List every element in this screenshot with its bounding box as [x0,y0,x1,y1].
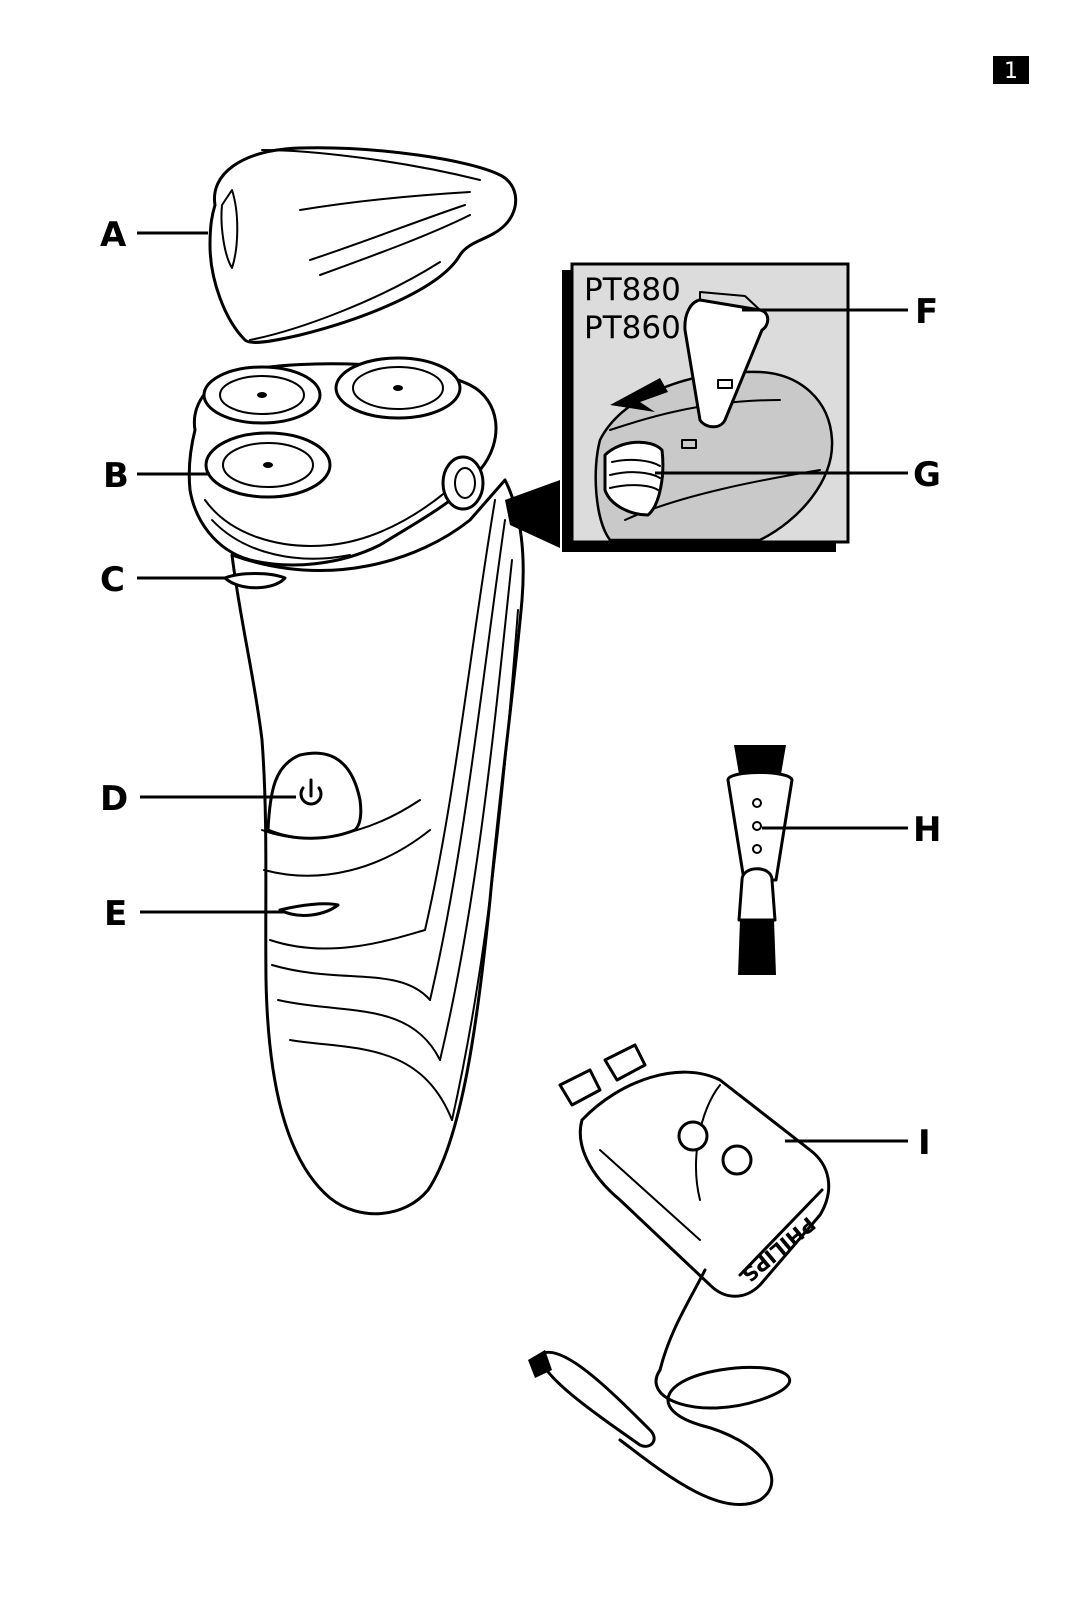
cleaning-brush [726,745,794,975]
label-g: G [913,455,941,495]
callout-lines [137,231,908,1143]
label-d: D [100,779,128,819]
label-b: B [103,456,129,496]
shaver-body [187,356,525,1216]
model-pt880: PT880 [584,272,681,308]
shaving-head-top-right [334,356,462,420]
label-c: C [100,560,125,600]
power-icon [299,778,323,806]
inset-connector [505,480,560,548]
label-h: H [913,810,941,850]
callout-labels: A B C D E F G H I [100,215,941,1163]
protection-cap [208,146,518,344]
label-f: F [915,292,938,332]
label-i: I [918,1123,931,1163]
power-adapter: PHILIPS [528,1043,831,1507]
model-pt860: PT860 [584,310,681,346]
no-water-symbol-icon [721,1144,753,1176]
label-a: A [100,215,127,255]
arrow-icon [610,378,668,412]
shaver-symbol-icon [677,1120,709,1152]
shaving-head-front [204,431,332,499]
inset-panel: PT880 PT860 [562,262,850,552]
page-number: 1 [1004,59,1018,84]
shaving-head-top-left [202,365,322,425]
page-number-badge: 1 [993,56,1029,84]
label-e: E [104,894,127,934]
